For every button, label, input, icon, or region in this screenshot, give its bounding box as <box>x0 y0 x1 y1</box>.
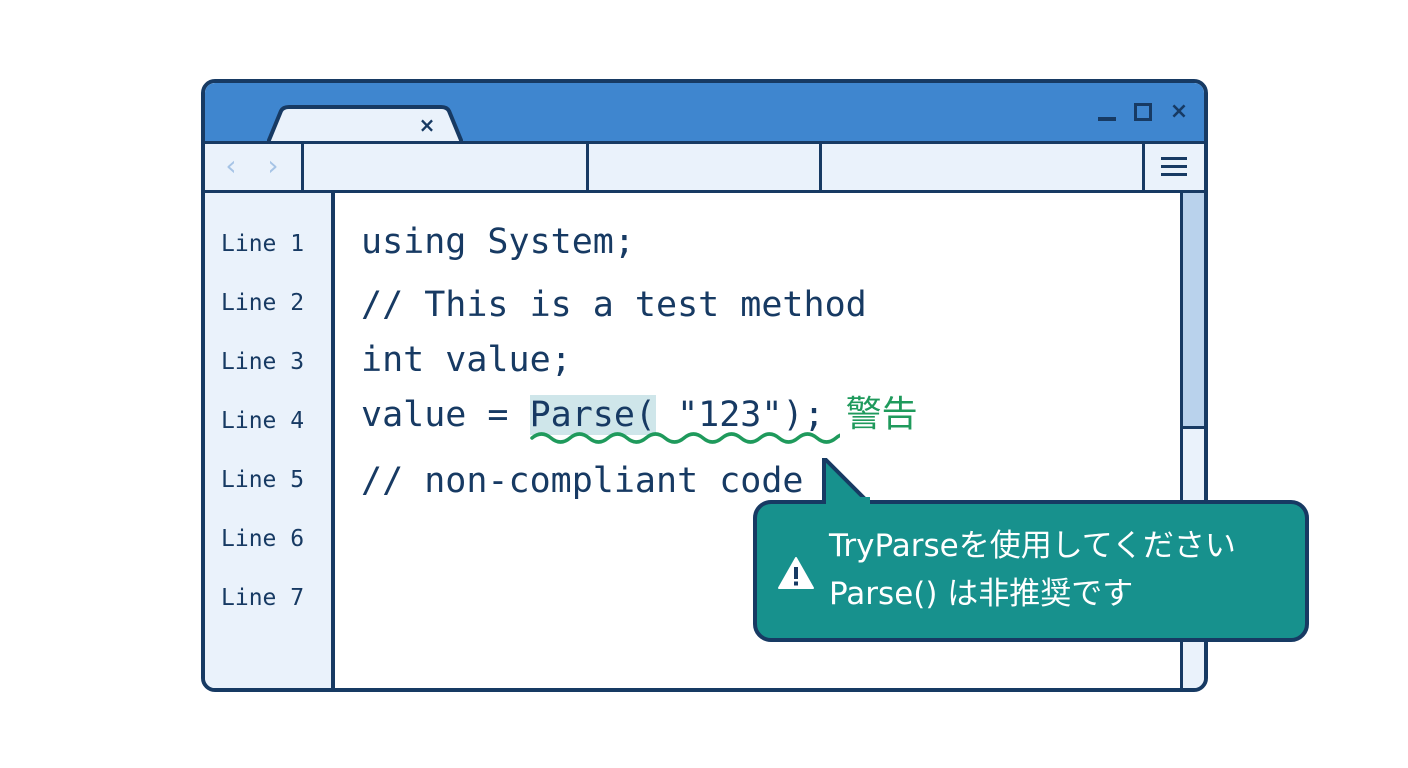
tooltip-pointer-joint <box>826 497 870 509</box>
toolbar-divider <box>1142 144 1145 190</box>
toolbar-divider <box>819 144 822 190</box>
line-number: Line 7 <box>221 585 305 611</box>
minimize-button[interactable] <box>1096 101 1118 123</box>
address-segment-2[interactable] <box>589 144 819 190</box>
line-number: Line 3 <box>221 349 305 375</box>
code-text: "123"); <box>656 395 846 435</box>
code-text: value = <box>361 395 530 435</box>
tooltip-detail: Parse() は非推奨です <box>829 576 1134 612</box>
window-controls: × <box>1096 101 1190 123</box>
minimize-icon <box>1098 117 1116 121</box>
toolbar-divider <box>586 144 589 190</box>
line-number: Line 1 <box>221 231 305 257</box>
code-line-5: // non-compliant code <box>361 461 804 501</box>
line-number-gutter: Line 1 Line 2 Line 3 Line 4 Line 5 Line … <box>205 193 335 688</box>
toolbar: ‹ › <box>205 141 1204 193</box>
code-line-2: // This is a test method <box>361 285 867 325</box>
line-number: Line 4 <box>221 408 305 434</box>
forward-arrow-icon[interactable]: › <box>267 149 279 182</box>
editor-window: × × ‹ › Line 1 Line 2 Line 3 Li <box>201 79 1208 692</box>
maximize-button[interactable] <box>1132 101 1154 123</box>
hamburger-menu-icon <box>1161 157 1187 177</box>
line-number: Line 5 <box>221 467 305 493</box>
close-window-icon[interactable]: × <box>1169 99 1189 124</box>
address-segment-1[interactable] <box>304 144 586 190</box>
warning-tooltip: TryParseを使用してください Parse() は非推奨です <box>753 500 1309 642</box>
menu-button[interactable] <box>1144 144 1204 190</box>
title-bar: × × <box>205 83 1204 145</box>
line-number: Line 6 <box>221 526 305 552</box>
maximize-icon <box>1134 103 1152 121</box>
code-line-3: int value; <box>361 340 572 380</box>
toolbar-divider <box>301 144 304 190</box>
tooltip-message: TryParseを使用してください <box>829 528 1236 564</box>
tab-close-icon[interactable]: × <box>418 113 436 137</box>
code-line-4: value = Parse( "123"); 警告 <box>361 393 918 437</box>
scroll-thumb[interactable] <box>1183 193 1204 429</box>
line-number: Line 2 <box>221 290 305 316</box>
back-arrow-icon[interactable]: ‹ <box>225 149 237 182</box>
code-line-1: using System; <box>361 222 635 262</box>
warning-label: 警告 <box>845 394 918 435</box>
address-segment-3[interactable] <box>822 144 1142 190</box>
warning-icon <box>778 557 814 589</box>
highlighted-token[interactable]: Parse( <box>529 395 657 435</box>
warning-squiggle <box>530 432 840 444</box>
